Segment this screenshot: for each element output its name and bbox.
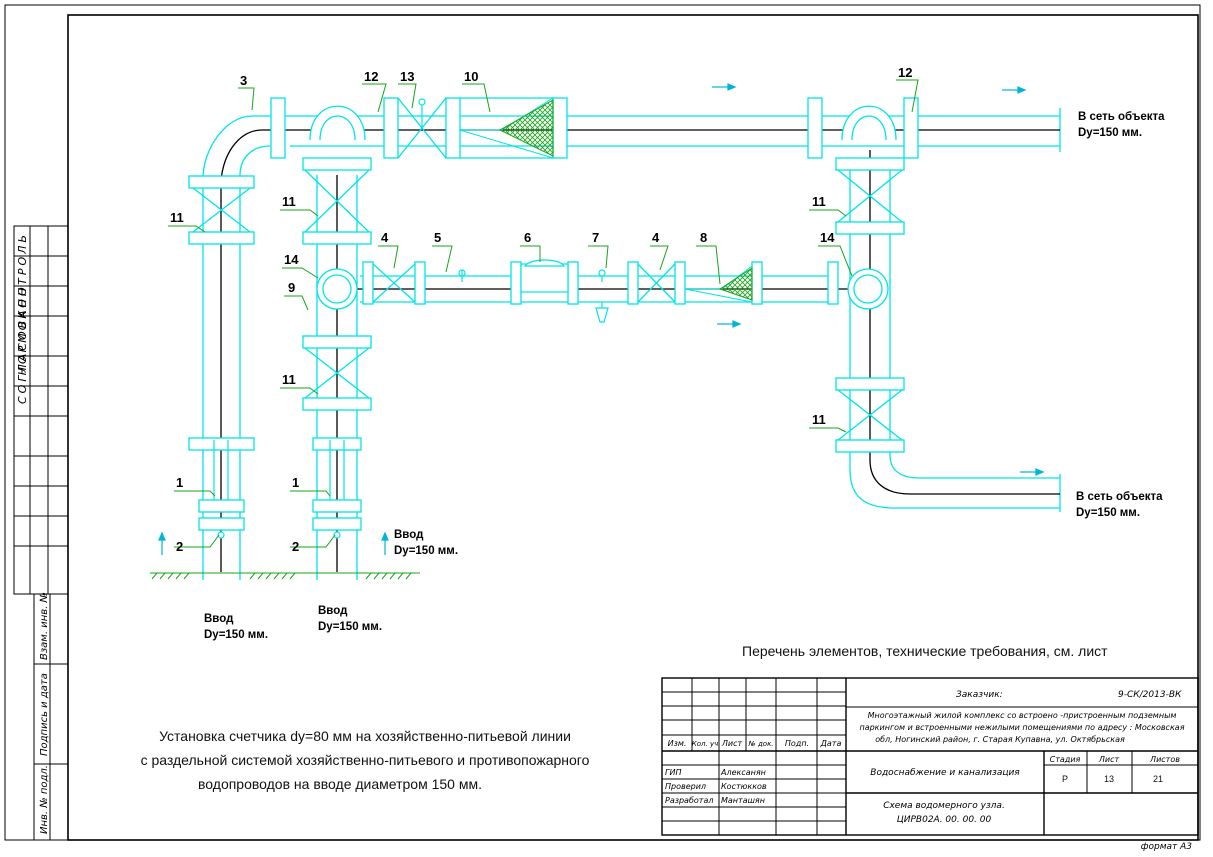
- inv-podl-label: Инв. № подл.: [39, 765, 50, 834]
- valve-stem: [418, 98, 426, 128]
- callout-10: 10: [464, 69, 478, 84]
- callout-numbers: 3 12 13 10 12 11 11 11 11 11 4 5 6 7 4 8…: [170, 65, 912, 554]
- gate-valves: [192, 97, 903, 441]
- hdr-izm: Изм.: [668, 739, 687, 748]
- hdr-stadiya: Стадия: [1050, 755, 1081, 764]
- callout-9: 9: [288, 280, 295, 295]
- callout-1b: 1: [292, 475, 299, 490]
- scheme-line2: ЦИРВ02А. 00. 00. 00: [897, 815, 992, 825]
- side-stamp-upper: [13, 225, 69, 595]
- doc-code: 9-СК/2013-ВК: [1118, 690, 1182, 700]
- flow-arrows: [158, 83, 1045, 555]
- flanges: [188, 97, 919, 531]
- zakazchik-label: Заказчик:: [956, 690, 1003, 700]
- object-line1: Многоэтажный жилой комплекс со встроено …: [868, 711, 1177, 720]
- callout-14b: 14: [820, 230, 835, 245]
- meter-fittings: [458, 259, 609, 323]
- name-gip: Алексанян: [720, 768, 766, 777]
- hdr-kol: Кол. уч: [692, 740, 718, 748]
- hdr-listov: Листов: [1149, 755, 1180, 764]
- perechen-note: Перечень элементов, технические требован…: [742, 643, 1108, 659]
- stadiya-value: Р: [1062, 774, 1068, 784]
- pipe-network: [202, 108, 1061, 580]
- format-label: формат А3: [1141, 842, 1192, 852]
- callout-11-mid-low: 11: [282, 372, 296, 387]
- callout-11-right-low: 11: [812, 412, 826, 427]
- scheme-line1: Схема водомерного узла.: [883, 801, 1005, 811]
- title-block-text: Изм. Кол. уч Лист № док. Подп. Дата ГИП …: [665, 690, 1192, 852]
- tees: [309, 105, 897, 310]
- list-value: 13: [1104, 774, 1114, 784]
- callout-2a: 2: [176, 539, 183, 554]
- flow-labels: В сеть объекта Dy=150 мм. В сеть объекта…: [204, 111, 1165, 641]
- side-stamp-lower: [33, 593, 69, 841]
- callout-11-left: 11: [170, 210, 184, 225]
- vvod-mid-line2: Dy=150 мм.: [394, 545, 458, 557]
- callout-leaders: [168, 79, 919, 548]
- callout-5: 5: [434, 230, 441, 245]
- callout-1a: 1: [176, 475, 183, 490]
- vvod-mid-line1: Ввод: [394, 529, 424, 541]
- name-razr: Манташян: [721, 796, 765, 805]
- title-block: [661, 677, 1199, 836]
- callout-3: 3: [240, 73, 247, 88]
- section-name: Водоснабжение и канализация: [870, 768, 1020, 778]
- callout-7: 7: [592, 230, 599, 245]
- object-line3: обл, Ногинский район, г. Старая Купавна,…: [875, 735, 1125, 744]
- callout-4a: 4: [381, 230, 389, 245]
- callout-12b: 12: [898, 65, 912, 80]
- callout-11-right: 11: [812, 194, 826, 209]
- role-gip: ГИП: [665, 768, 681, 777]
- net-bot-line1: В сеть объекта: [1076, 491, 1163, 503]
- hdr-podp: Подп.: [785, 739, 809, 748]
- hdr-list2: Лист: [1098, 755, 1120, 764]
- callout-6: 6: [524, 230, 531, 245]
- net-top-line2: Dy=150 мм.: [1078, 127, 1142, 139]
- listov-value: 21: [1153, 774, 1163, 784]
- name-prov: Костюкков: [721, 782, 767, 791]
- callout-2b: 2: [292, 539, 299, 554]
- hdr-data: Дата: [820, 739, 842, 748]
- callout-4b: 4: [652, 230, 660, 245]
- vvod-center-line2: Dy=150 мм.: [318, 621, 382, 633]
- net-top-line1: В сеть объекта: [1078, 111, 1165, 123]
- vvod-center-line1: Ввод: [318, 605, 348, 617]
- inlet-fittings: [213, 440, 345, 539]
- normokontrol-label: НОРМОКОНТРОЛЬ: [16, 232, 29, 375]
- soglasovano-label: СОГЛАСОВАНО: [16, 284, 29, 404]
- object-line2: паркингом и встроенными нежилыми помещен…: [859, 723, 1184, 732]
- callout-8: 8: [700, 230, 707, 245]
- caption: Установка счетчика dy=80 мм на хозяйстве…: [141, 728, 590, 792]
- podpis-data-label: Подпись и дата: [39, 673, 50, 756]
- callout-14a: 14: [284, 252, 299, 267]
- vvod-left-line1: Ввод: [204, 613, 234, 625]
- role-prov: Проверил: [665, 782, 706, 791]
- role-razr: Разработал: [665, 796, 713, 805]
- caption-line3: водопроводов на вводе диаметром 150 мм.: [198, 776, 482, 792]
- hdr-ndok: № док.: [747, 740, 773, 748]
- callout-13: 13: [400, 69, 414, 84]
- vzam-inv-label: Взам. инв. №: [39, 592, 50, 660]
- vvod-left-line2: Dy=150 мм.: [204, 629, 268, 641]
- net-bot-line2: Dy=150 мм.: [1076, 507, 1140, 519]
- callout-12: 12: [364, 69, 378, 84]
- caption-line2: с раздельной системой хозяйственно-питье…: [141, 752, 590, 768]
- strainers: [459, 97, 753, 303]
- hdr-list: Лист: [721, 739, 743, 748]
- callout-11-mid: 11: [282, 194, 296, 209]
- ground-line: [150, 572, 420, 580]
- caption-line1: Установка счетчика dy=80 мм на хозяйстве…: [159, 728, 571, 744]
